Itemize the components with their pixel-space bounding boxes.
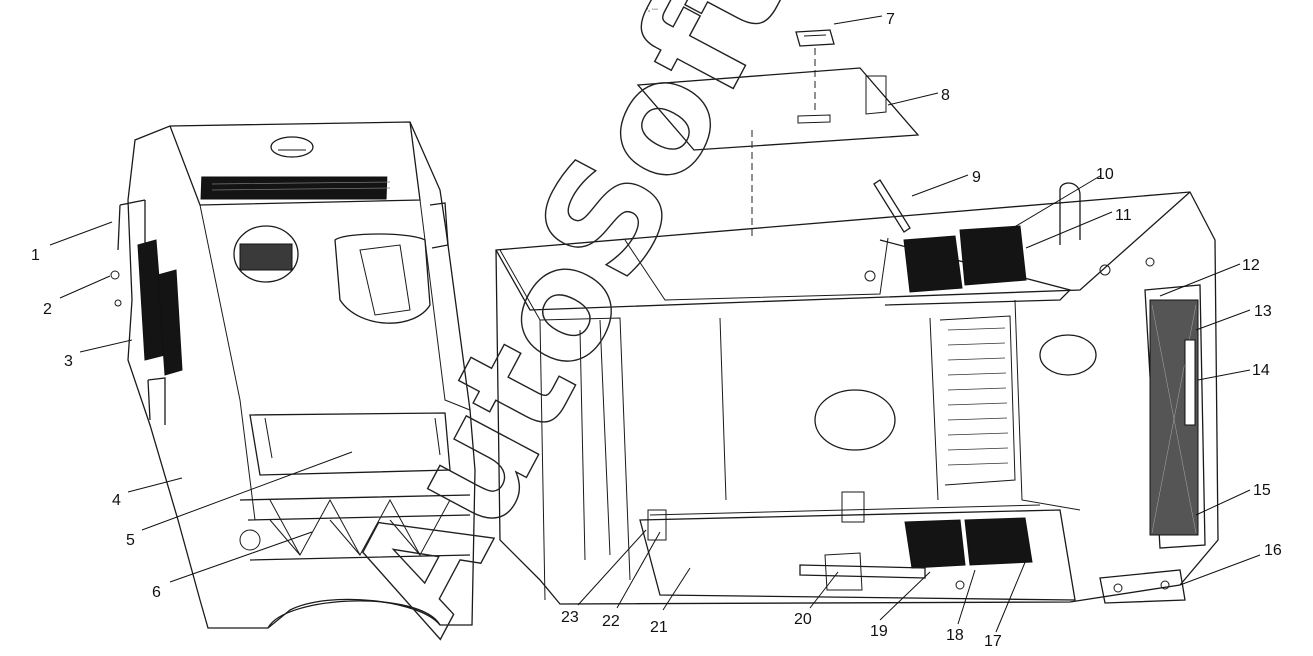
left-cab-assembly [110, 121, 476, 629]
callout-labels: 1 2 3 4 5 6 7 8 9 10 11 12 13 14 15 16 1… [31, 11, 1282, 650]
callout-14: 14 [1252, 362, 1270, 379]
callout-20: 20 [794, 611, 812, 628]
callout-1: 1 [31, 247, 40, 264]
callout-2: 2 [43, 301, 52, 318]
callout-23: 23 [561, 609, 579, 626]
callout-19: 19 [870, 623, 888, 640]
callout-17: 17 [984, 633, 1002, 650]
callout-3: 3 [64, 353, 73, 370]
callout-12: 12 [1242, 257, 1260, 274]
callout-10: 10 [1096, 166, 1114, 183]
callout-6: 6 [152, 584, 161, 601]
autosoft-watermark: AutoSoft [318, 0, 822, 656]
callout-11: 11 [1115, 207, 1132, 224]
callout-9: 9 [972, 169, 981, 186]
leader-lines [49, 15, 1261, 633]
callout-18: 18 [946, 627, 964, 644]
right-cab-frame-assembly [495, 29, 1219, 605]
callout-16: 16 [1264, 542, 1282, 559]
callout-13: 13 [1254, 303, 1272, 320]
callout-15: 15 [1253, 482, 1271, 499]
callout-4: 4 [112, 492, 121, 509]
callout-7: 7 [886, 11, 895, 28]
callout-5: 5 [126, 532, 135, 549]
callout-8: 8 [941, 87, 950, 104]
header-tiny-text: "₀ ᵒᵒᵒ [646, 8, 658, 14]
callout-21: 21 [650, 619, 668, 636]
callout-22: 22 [602, 613, 620, 630]
